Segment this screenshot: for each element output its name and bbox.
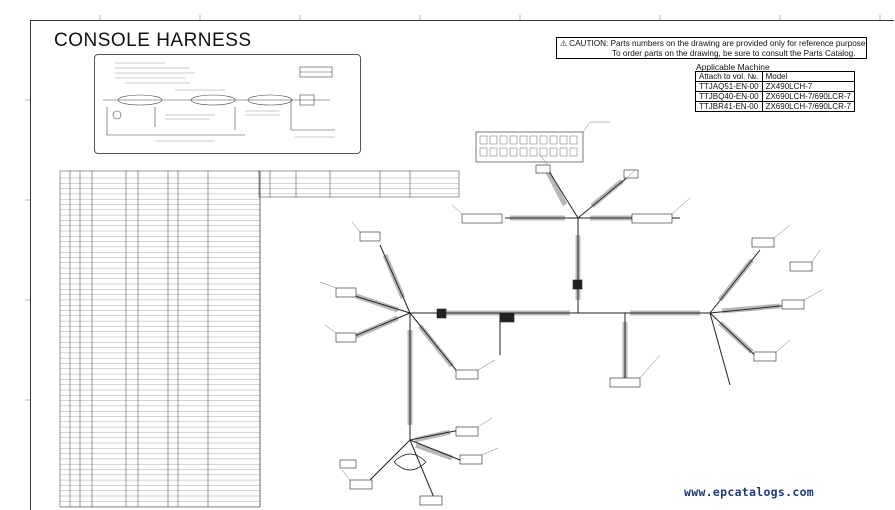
- page-title: CONSOLE HARNESS: [54, 30, 252, 51]
- connector-pin: [499, 147, 508, 157]
- sheet-grid-ticks: [25, 15, 881, 401]
- inset-detail-drawing: [94, 54, 361, 154]
- caution-box: ⚠CAUTION: Parts numbers on the drawing a…: [556, 37, 868, 59]
- warning-icon: ⚠: [560, 39, 568, 48]
- connector-pin: [489, 135, 498, 145]
- table-row: TTJBR41-EN-00 ZX690LCH-7/690LCR-7: [695, 101, 855, 112]
- connector-pin: [509, 147, 518, 157]
- connector-pin: [569, 135, 578, 145]
- twist-indicator: [393, 453, 427, 471]
- caution-line-1: CAUTION: Parts numbers on the drawing ar…: [569, 39, 868, 48]
- connector-pin: [509, 135, 518, 145]
- harness-trunk: [344, 164, 791, 501]
- sheet-border: [30, 20, 894, 510]
- connector-pin: [539, 147, 548, 157]
- connector-pin: [539, 135, 548, 145]
- connector-pin: [479, 135, 488, 145]
- inset-sketch: [103, 62, 335, 142]
- harness-sleeves: [355, 170, 781, 461]
- connector-pin: [479, 147, 488, 157]
- main-connector-pins: [479, 135, 578, 157]
- connector-pin: [489, 147, 498, 157]
- watermark-link[interactable]: www.epcatalogs.com: [684, 485, 815, 499]
- connectors: [335, 131, 813, 506]
- connector-pin: [519, 135, 528, 145]
- connector-pin: [549, 147, 558, 157]
- connector-pin: [499, 135, 508, 145]
- applicable-machine-heading: Applicable Machine: [696, 62, 770, 72]
- connector-pin: [559, 135, 568, 145]
- caution-line-2: To order parts on the drawing, be sure t…: [612, 49, 856, 58]
- connector-pin: [549, 135, 558, 145]
- wire-table-grid: [59, 170, 460, 508]
- applicable-machine-table: Attach to vol. №. Model TTJAQ51-EN-00 ZX…: [695, 71, 855, 112]
- connector-pin: [559, 147, 568, 157]
- connector-pin: [569, 147, 578, 157]
- wire-table-rows: [60, 177, 459, 507]
- table-cell: ZX690LCH-7/690LCR-7: [761, 101, 855, 112]
- connector-pin: [529, 135, 538, 145]
- connector-pin: [519, 147, 528, 157]
- leader-lines: [319, 121, 823, 481]
- connector-pin: [529, 147, 538, 157]
